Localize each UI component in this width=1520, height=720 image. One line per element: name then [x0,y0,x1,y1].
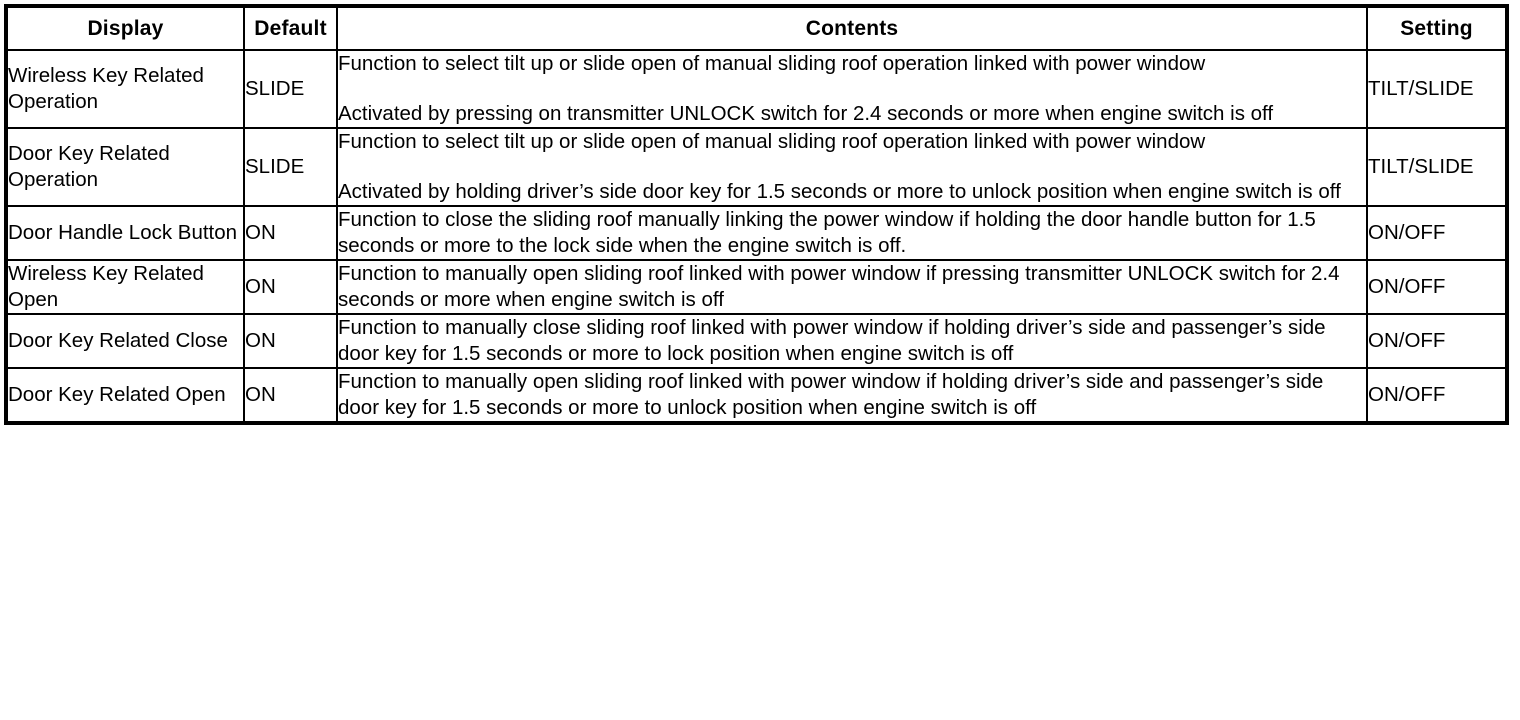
contents-paragraph: Activated by holding driver’s side door … [338,180,1341,203]
column-header-default: Default [243,5,338,51]
column-header-contents: Contents [336,5,1368,51]
cell-default: SLIDE [243,127,338,207]
table-row: Door Handle Lock Button ON Function to c… [5,205,1508,261]
table-row: Door Key Related Operation SLIDE Functio… [5,127,1508,207]
cell-default: ON [243,313,338,369]
table-body: Wireless Key Related Operation SLIDE Fun… [5,49,1508,424]
cell-contents: Function to manually open sliding roof l… [336,259,1368,315]
cell-contents: Function to manually open sliding roof l… [336,367,1368,424]
cell-contents: Function to select tilt up or slide open… [336,49,1368,129]
cell-setting: ON/OFF [1366,259,1508,315]
cell-display: Door Handle Lock Button [5,205,245,261]
table-row: Door Key Related Close ON Function to ma… [5,313,1508,369]
table-row: Wireless Key Related Open ON Function to… [5,259,1508,315]
contents-paragraph: Function to manually close sliding roof … [338,316,1326,365]
cell-display: Door Key Related Open [5,367,245,424]
cell-setting: ON/OFF [1366,205,1508,261]
settings-specification-table: Display Default Contents Setting Wireles… [4,4,1509,425]
cell-display: Wireless Key Related Operation [5,49,245,129]
contents-paragraph: Function to select tilt up or slide open… [338,130,1206,153]
contents-paragraph: Function to manually open sliding roof l… [338,262,1340,311]
cell-contents: Function to manually close sliding roof … [336,313,1368,369]
cell-display: Door Key Related Close [5,313,245,369]
cell-display: Door Key Related Operation [5,127,245,207]
table-header: Display Default Contents Setting [5,5,1508,51]
contents-paragraph: Function to manually open sliding roof l… [338,370,1324,419]
column-header-display: Display [5,5,245,51]
table-row: Wireless Key Related Operation SLIDE Fun… [5,49,1508,129]
cell-setting: ON/OFF [1366,313,1508,369]
contents-paragraph: Activated by pressing on transmitter UNL… [338,102,1274,125]
cell-display: Wireless Key Related Open [5,259,245,315]
contents-paragraph: Function to close the sliding roof manua… [338,208,1316,257]
contents-paragraph: Function to select tilt up or slide open… [338,52,1206,75]
cell-setting: ON/OFF [1366,367,1508,424]
header-row: Display Default Contents Setting [5,5,1508,51]
cell-default: SLIDE [243,49,338,129]
cell-contents: Function to select tilt up or slide open… [336,127,1368,207]
cell-default: ON [243,259,338,315]
cell-setting: TILT/SLIDE [1366,49,1508,129]
column-header-setting: Setting [1366,5,1508,51]
table-row: Door Key Related Open ON Function to man… [5,367,1508,424]
cell-setting: TILT/SLIDE [1366,127,1508,207]
cell-default: ON [243,205,338,261]
cell-contents: Function to close the sliding roof manua… [336,205,1368,261]
cell-default: ON [243,367,338,424]
